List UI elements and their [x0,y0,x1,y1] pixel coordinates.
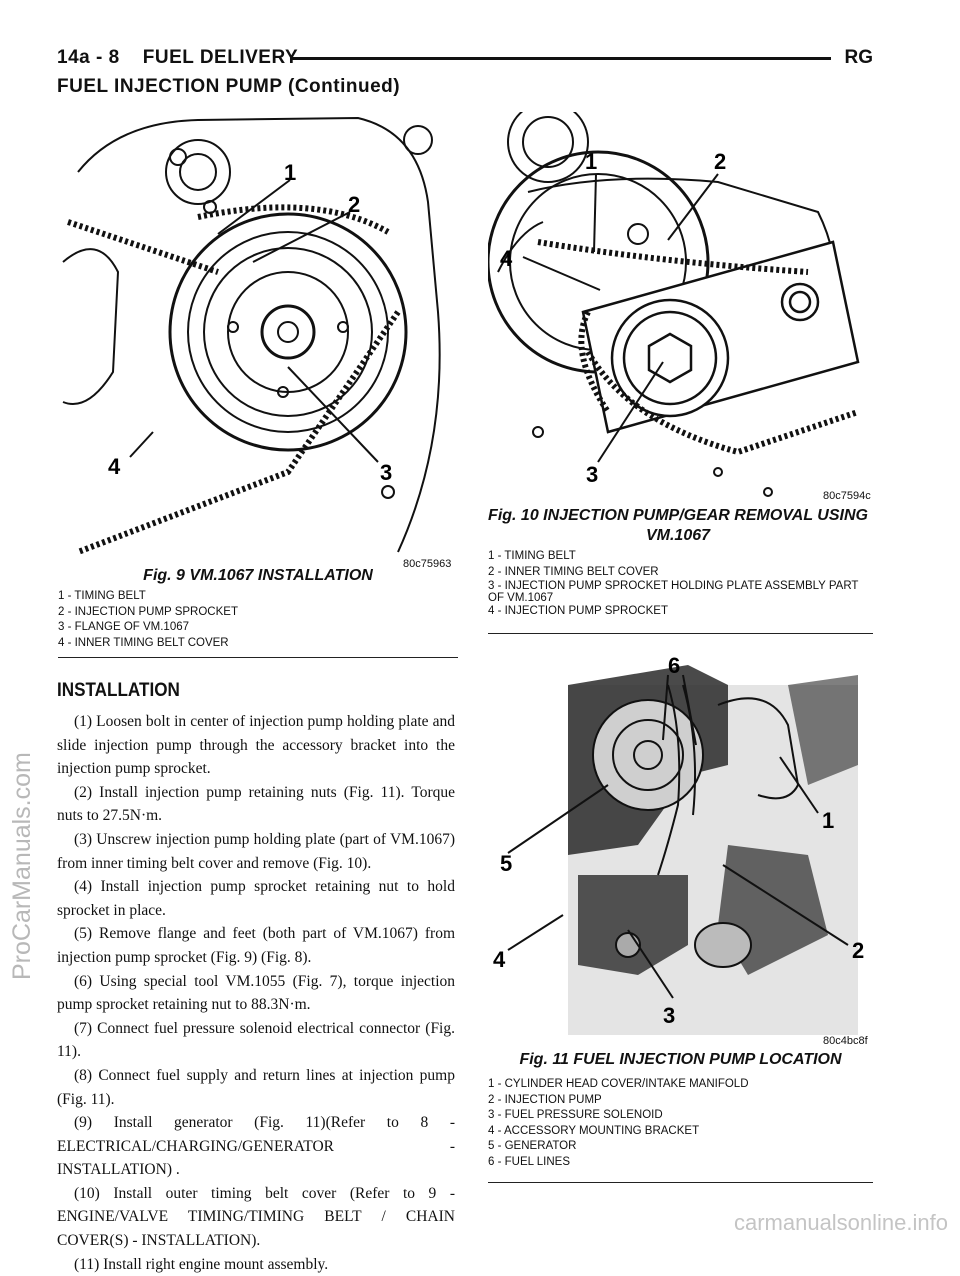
model-code: RG [844,47,874,68]
step-paragraph: (9) Install generator (Fig. 11)(Refer to… [57,1114,455,1179]
watermark-bottom: carmanualsonline.info [733,1210,948,1235]
fig9-illustration: 1 2 3 4 [62,116,441,555]
legend-item: 1 - CYLINDER HEAD COVER/INTAKE MANIFOLD [488,1078,749,1090]
fig10-illustration: 1 2 3 4 [488,112,860,497]
fig10-code: 80c7594c [823,490,871,502]
fig10-legend: 1 - TIMING BELT 2 - INNER TIMING BELT CO… [488,549,868,620]
fig11-callout-6: 6 [668,653,680,678]
legend-item: 3 - FUEL PRESSURE SOLENOID [488,1109,663,1121]
fig11-caption: Fig. 11 FUEL INJECTION PUMP LOCATION [519,1051,842,1068]
legend-item: 1 - TIMING BELT [488,550,576,562]
legend-item: 3 - FLANGE OF VM.1067 [58,621,190,633]
fig10-callout-4: 4 [500,246,513,271]
legend-item: 2 - INJECTION PUMP SPROCKET [58,605,238,618]
fig9-callout-4: 4 [108,454,121,479]
step-paragraph: (10) Install outer timing belt cover (Re… [57,1184,455,1250]
fig10-callout-1: 1 [585,149,597,174]
fig10-caption: Fig. 10 INJECTION PUMP/GEAR REMOVAL USIN… [488,507,868,544]
fig9-legend: 1 - TIMING BELT 2 - INJECTION PUMP SPROC… [58,589,458,651]
legend-item: 5 - GENERATOR [488,1140,577,1152]
continued-title: FUEL INJECTION PUMP (Continued) [57,76,401,97]
fig9-callout-3: 3 [380,460,392,485]
legend-item: 1 - TIMING BELT [58,590,146,602]
installation-heading: INSTALLATION [57,680,180,701]
legend-item: 4 - ACCESSORY MOUNTING BRACKET [488,1124,700,1137]
fig11-rule [488,1182,873,1183]
fig9-caption: Fig. 9 VM.1067 INSTALLATION [143,567,373,584]
step-paragraph: (1) Loosen bolt in center of injection p… [57,713,455,778]
fig11-code: 80c4bc8f [823,1035,868,1047]
fig11-callout-3: 3 [663,1003,675,1028]
page-reference: 14a - 8 [57,47,120,68]
legend-item: 2 - INJECTION PUMP [488,1093,602,1106]
step-paragraph: (2) Install injection pump retaining nut… [57,783,455,825]
installation-body: (1) Loosen bolt in center of injection p… [57,710,455,1276]
step-paragraph: (8) Connect fuel supply and return lines… [57,1066,455,1108]
step-paragraph: (11) Install right engine mount assembly… [74,1255,329,1273]
fig11-callout-1: 1 [822,808,834,833]
step-paragraph: (4) Install injection pump sprocket reta… [57,878,455,919]
fig11-callout-2: 2 [852,938,864,963]
fig11-callout-5: 5 [500,851,512,876]
fig10-callout-2: 2 [714,149,726,174]
fig10-rule [488,633,873,634]
fig9-callout-2: 2 [348,192,360,217]
section-name: FUEL DELIVERY [142,47,299,68]
fig9-callout-1: 1 [284,160,296,185]
watermark-left: ProCarManuals.com [8,752,36,980]
fig11-callout-4: 4 [493,947,506,972]
step-paragraph: (6) Using special tool VM.1055 (Fig. 7),… [57,972,455,1014]
fig11-legend: 1 - CYLINDER HEAD COVER/INTAKE MANIFOLD … [488,1077,873,1170]
fig9-rule [58,657,458,658]
fig9-code: 80c75963 [403,558,452,570]
step-paragraph: (5) Remove flange and feet (both part of… [57,925,455,966]
header-rule [291,57,831,60]
page-header-left: 14a - 8 FUEL DELIVERY [57,47,298,69]
fig10-callout-3: 3 [586,462,598,487]
legend-item: 4 - INNER TIMING BELT COVER [58,636,229,649]
legend-item: 6 - FUEL LINES [488,1155,571,1168]
legend-item: 2 - INNER TIMING BELT COVER [488,565,659,578]
legend-item: 4 - INJECTION PUMP SPROCKET [488,605,668,617]
step-paragraph: (3) Unscrew injection pump holding plate… [57,830,455,872]
step-paragraph: (7) Connect fuel pressure solenoid elect… [57,1019,455,1061]
legend-item: 3 - INJECTION PUMP SPROCKET HOLDING PLAT… [488,580,862,604]
fig11-illustration: 6 1 2 3 4 5 [493,653,864,1035]
